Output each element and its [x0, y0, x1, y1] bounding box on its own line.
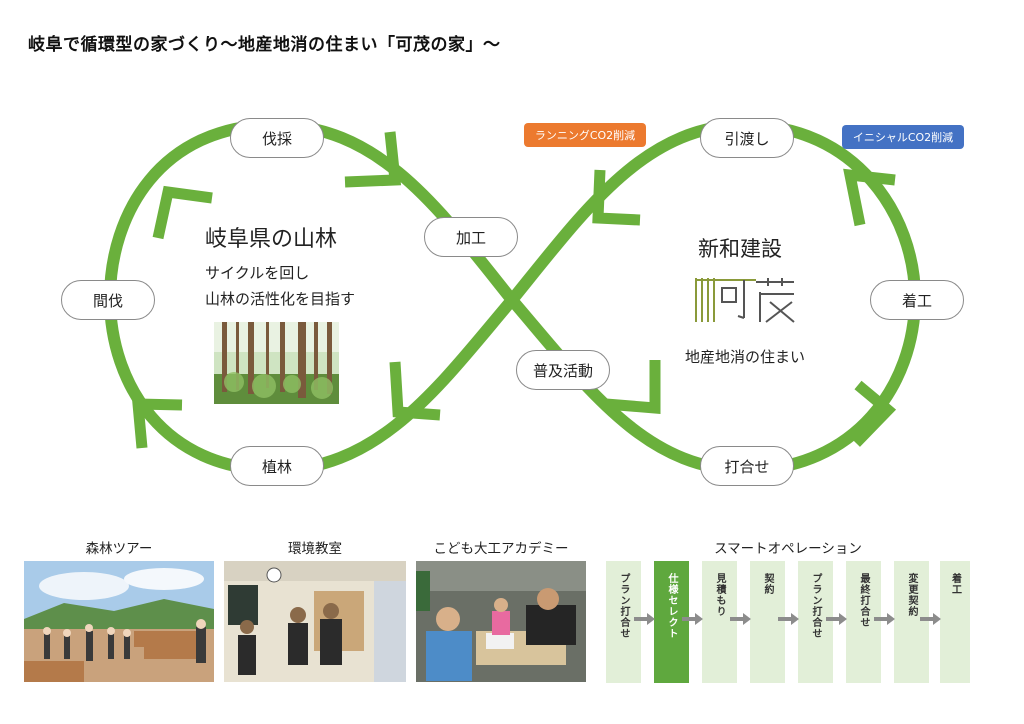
flow-arrow-icon — [634, 613, 655, 625]
caption-tour: 森林ツアー — [85, 541, 153, 557]
node-bassai: 伐採 — [230, 118, 324, 158]
flow-arrow-icon — [778, 613, 799, 625]
flow-step-change-contract: 変更契約 — [894, 561, 929, 683]
flow-step-start: 着工 — [940, 561, 970, 683]
arrow-chevron — [592, 169, 641, 226]
node-kanbatsu: 間伐 — [61, 280, 155, 320]
forest-line-2: 山林の活性化を目指す — [205, 290, 356, 308]
classroom-photo — [224, 561, 406, 682]
company-tagline: 地産地消の住まい — [685, 348, 806, 366]
arrow-chevron — [344, 131, 402, 188]
academy-photo — [416, 561, 586, 682]
node-fukyu: 普及活動 — [516, 350, 610, 390]
node-uchiawase: 打合せ — [700, 446, 794, 486]
flow-arrow-icon — [874, 613, 895, 625]
flow-arrow-icon — [826, 613, 847, 625]
arrow-chevron — [843, 168, 896, 227]
forest-title: 岐阜県の山林 — [205, 227, 338, 252]
node-chakko: 着工 — [870, 280, 964, 320]
node-kakou: 加工 — [424, 217, 518, 257]
flow-step-plan-1: プラン打合せ — [606, 561, 641, 683]
node-shokurin: 植林 — [230, 446, 324, 486]
page-title: 岐阜で循環型の家づくり～地産地消の住まい「可茂の家」～ — [28, 35, 501, 55]
flow-step-estimate: 見積もり — [702, 561, 737, 683]
company-name: 新和建設 — [698, 237, 782, 261]
caption-academy: こども大工アカデミー — [433, 541, 569, 557]
caption-classroom: 環境教室 — [288, 541, 342, 557]
arrow-chevron — [131, 398, 183, 449]
flow-arrow-icon — [682, 613, 703, 625]
forest-photo — [214, 322, 339, 404]
forest-line-1: サイクルを回し — [205, 264, 310, 282]
flow-step-final: 最終打合せ — [846, 561, 881, 683]
flow-step-spec-select: 仕様セレクト — [654, 561, 689, 683]
node-hikiwatashi: 引渡し — [700, 118, 794, 158]
arrow-chevron — [389, 361, 441, 421]
arrow-chevron — [852, 380, 897, 447]
forest-tour-photo — [24, 561, 214, 682]
flow-arrow-icon — [730, 613, 751, 625]
initial-co2-badge: イニシャルCO2削減 — [842, 125, 964, 149]
flow-step-plan-2: プラン打合せ — [798, 561, 833, 683]
caption-smart-operation: スマートオペレーション — [714, 541, 862, 557]
flow-step-contract: 契約 — [750, 561, 785, 683]
flow-arrow-icon — [920, 613, 941, 625]
arrow-chevron — [605, 360, 661, 414]
running-co2-badge: ランニングCO2削減 — [524, 123, 646, 147]
arrow-chevron — [152, 185, 213, 240]
kamo-logo — [694, 276, 800, 324]
